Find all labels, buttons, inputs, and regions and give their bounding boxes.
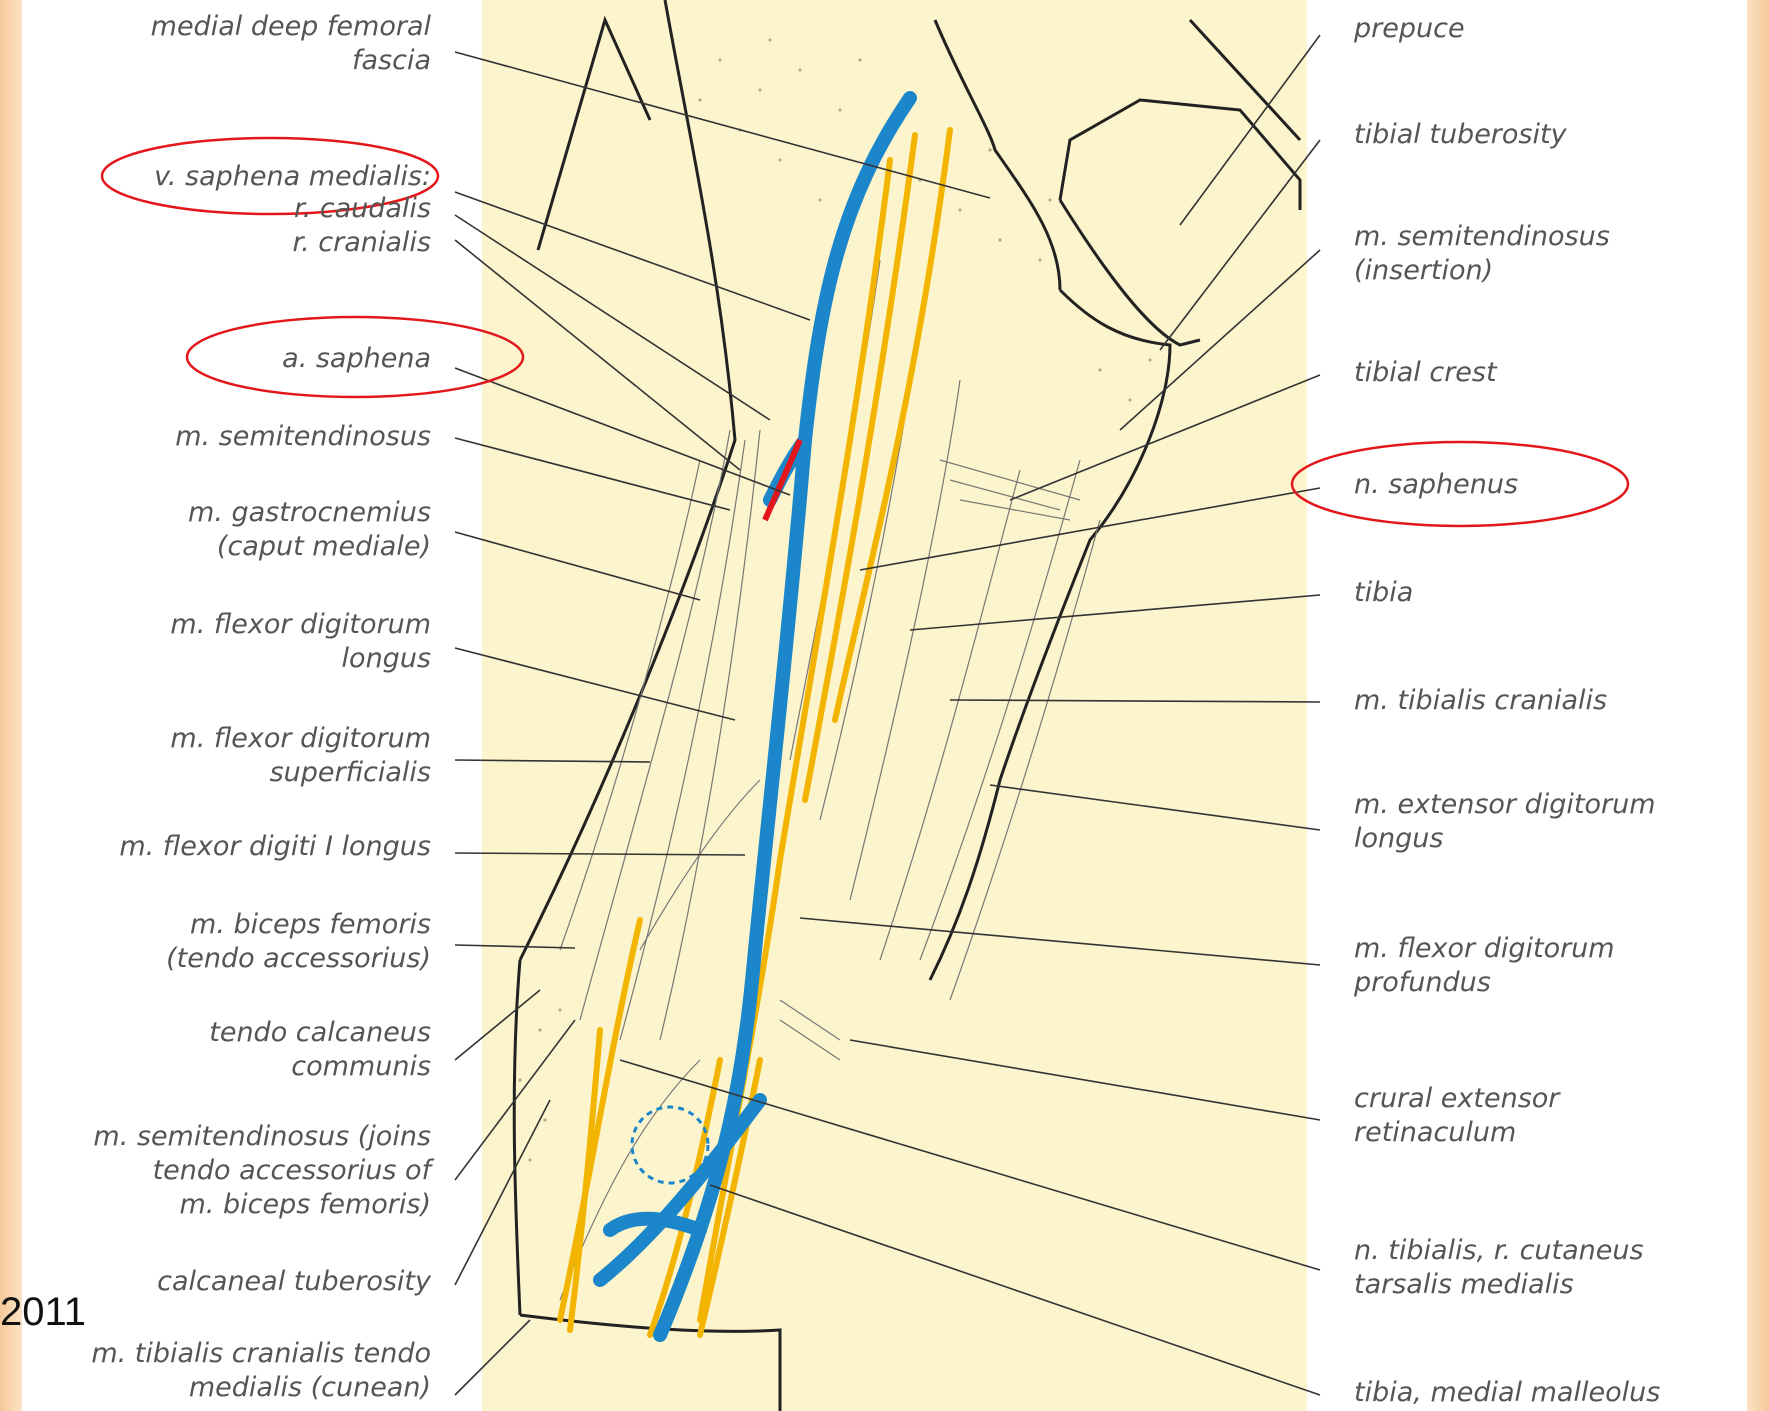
label-m-biceps-femoris: m. biceps femoris(tendo accessorius) <box>166 908 431 976</box>
label-m-tibialis-cranialis: m. tibialis cranialis <box>1354 684 1607 718</box>
label-a-saphena: a. saphena <box>282 342 431 376</box>
label-calcaneal-tuberosity: calcaneal tuberosity <box>157 1265 431 1299</box>
label-m-flexor-digiti-i-longus: m. flexor digiti I longus <box>119 830 431 864</box>
label-v-saphena-medialis: v. saphena medialis: <box>154 160 431 194</box>
label-m-semitendinosus: m. semitendinosus <box>175 420 431 454</box>
label-m-semitendinosus-insertion: m. semitendinosus(insertion) <box>1354 220 1610 288</box>
label-r-cranialis: r. cranialis <box>292 226 431 260</box>
label-r-caudalis: r. caudalis <box>294 192 431 226</box>
label-tibia-medial-malleolus: tibia, medial malleolus <box>1354 1376 1660 1410</box>
year-fragment: 2011 <box>0 1290 86 1335</box>
label-tibial-tuberosity: tibial tuberosity <box>1354 118 1567 152</box>
label-prepuce: prepuce <box>1354 12 1465 46</box>
label-n-saphenus: n. saphenus <box>1354 468 1518 502</box>
label-tibia: tibia <box>1354 576 1413 610</box>
label-m-gastrocnemius: m. gastrocnemius(caput mediale) <box>188 496 431 564</box>
label-tibial-crest: tibial crest <box>1354 356 1497 390</box>
